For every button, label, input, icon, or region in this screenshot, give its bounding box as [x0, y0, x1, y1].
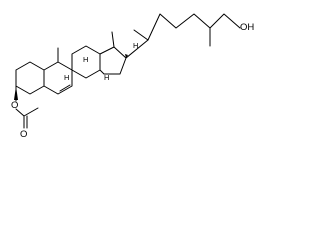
- ring-b: [43, 61, 73, 95]
- wedges: [14, 54, 128, 100]
- bonds: [15, 13, 241, 129]
- label-oh: OH: [240, 22, 254, 33]
- ring-a: [15, 61, 45, 95]
- wedge-c3-oac: [14, 86, 18, 100]
- label-h-c9: H: [64, 73, 69, 82]
- label-h-c17: H: [133, 41, 138, 50]
- double-bond-c5-c6: [59, 84, 71, 92]
- side-chain: [125, 13, 241, 59]
- label-h-c8: H: [83, 55, 88, 64]
- ring-d: [99, 46, 127, 75]
- label-o-carbonyl: O: [20, 129, 27, 138]
- methyl-c21: [133, 29, 149, 41]
- molecule-structure: OH H H H H O O: [11, 13, 254, 138]
- wedge-c17-h: [125, 54, 128, 58]
- atom-labels: OH H H H H O O: [11, 22, 254, 138]
- label-h-c14: H: [104, 73, 109, 82]
- label-o-ester: O: [11, 100, 18, 111]
- acetyl-methyl: [23, 107, 39, 117]
- o-carbonyl-c-bond: [15, 108, 25, 117]
- methyl-c18: [111, 31, 115, 48]
